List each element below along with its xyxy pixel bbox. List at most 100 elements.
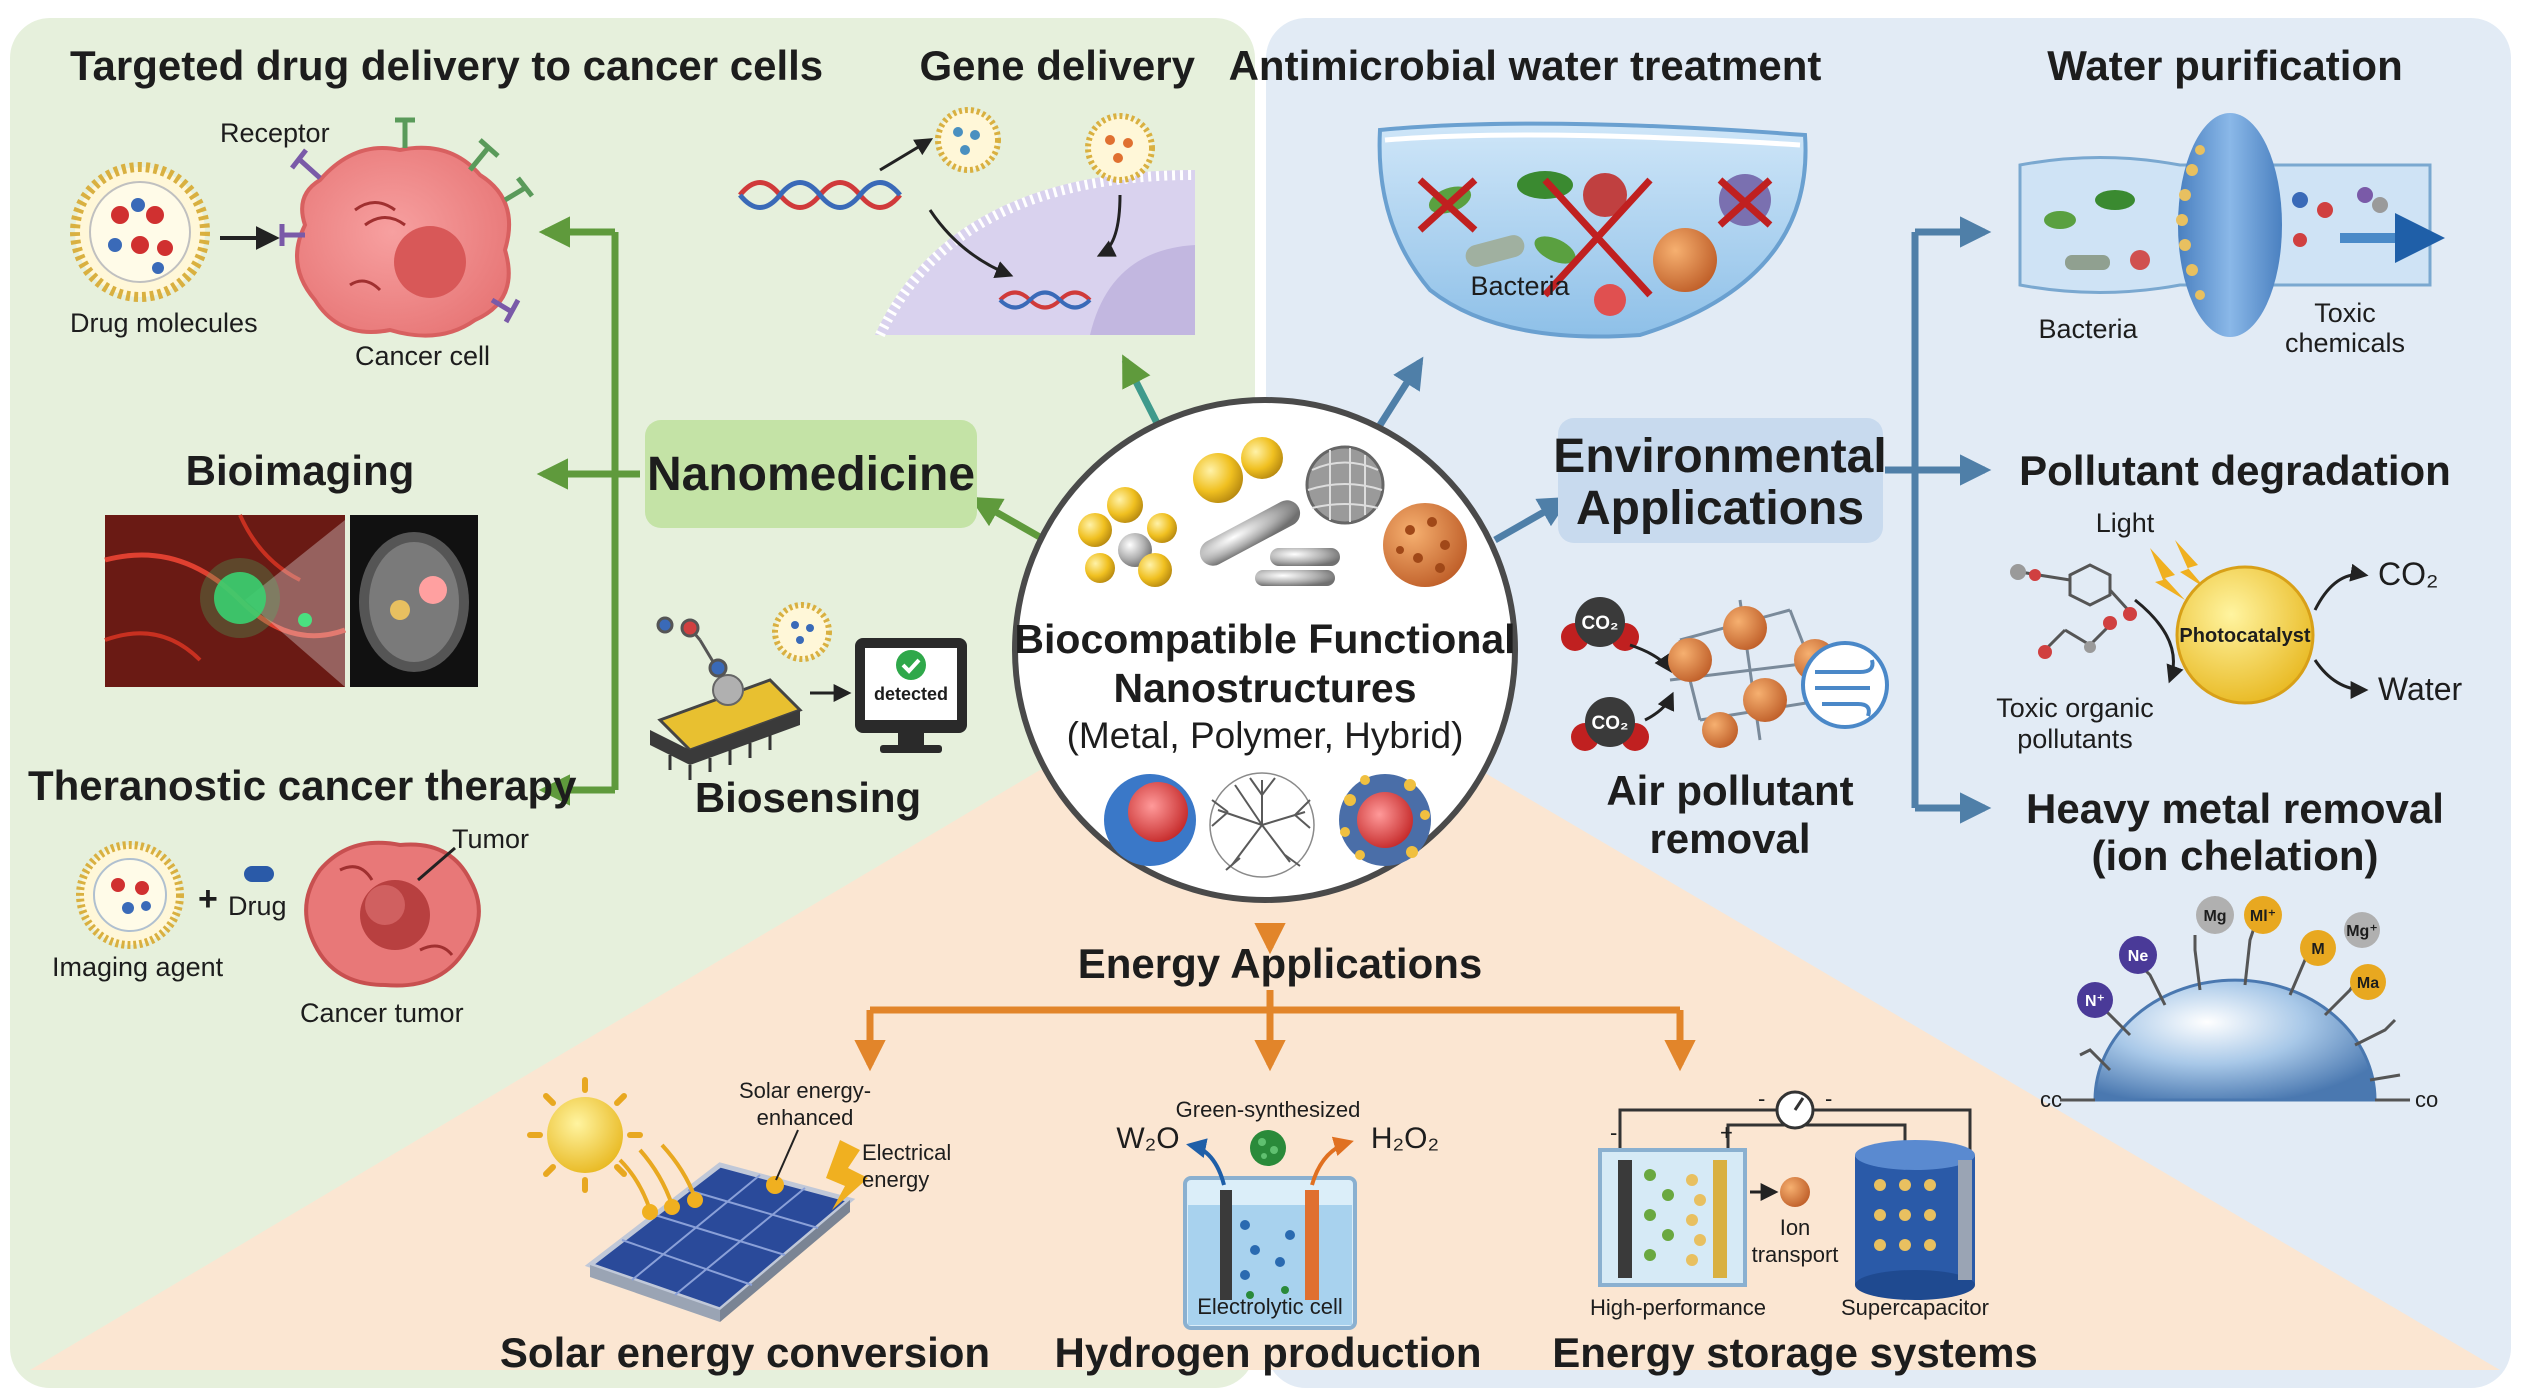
receptor-label: Receptor <box>220 118 330 148</box>
dendrimer-icon <box>1209 772 1315 878</box>
antimicrobial-title: Antimicrobial water treatment <box>1229 42 1822 89</box>
cancer-tumor-label: Cancer tumor <box>300 998 464 1028</box>
high-performance-label: High-performance <box>1590 1295 1766 1320</box>
biosensing-title: Biosensing <box>695 774 921 821</box>
ion-transport-line1: Ion <box>1780 1215 1811 1240</box>
purification-bacteria-label: Bacteria <box>2038 314 2138 344</box>
tumor-label: Tumor <box>452 824 529 854</box>
environment-hub: Environmental Applications <box>1553 418 1887 543</box>
ion-label-3: Ml⁺ <box>2250 908 2276 925</box>
heavy-metal-title-line2: (ion chelation) <box>2092 832 2379 879</box>
sun-icon <box>527 1077 643 1193</box>
supercapacitor-icon <box>1855 1140 1975 1300</box>
storage-plus: + <box>1720 1120 1733 1145</box>
imaging-agent-label: Imaging agent <box>52 952 224 982</box>
targeted-delivery-section: Targeted drug delivery to cancer cells D… <box>70 42 823 371</box>
ion-label-2: Mg <box>2203 908 2226 925</box>
ion-label-0: N⁺ <box>2085 993 2105 1010</box>
toxic-chemicals-line2: chemicals <box>2285 328 2405 358</box>
water-purification-section: Water purification Bacteria Toxic chemic… <box>2018 42 2445 358</box>
co2-product-label: CO₂ <box>2378 556 2438 592</box>
cancer-cell-icon <box>279 117 534 338</box>
dna-helix-icon <box>738 180 902 210</box>
check-icon <box>896 650 926 680</box>
core-shell-particle-icon <box>1104 774 1196 866</box>
gene-delivery-section: Gene delivery <box>738 42 1196 338</box>
toxic-pollutants-line2: pollutants <box>2017 724 2133 754</box>
spiky-particle-icon <box>1383 503 1467 587</box>
gold-particles-icon <box>1078 437 1283 587</box>
nanomedicine-connectors <box>536 216 1162 806</box>
storage-title: Energy storage systems <box>1552 1329 2038 1376</box>
monitor-icon: detected <box>855 638 967 753</box>
biosensing-section: detected Biosensing <box>650 602 967 821</box>
kill-cross-icons <box>1417 177 1773 298</box>
electrical-energy-line1: Electrical <box>862 1140 951 1165</box>
toxic-pollutants-line1: Toxic organic <box>1996 693 2154 723</box>
imaging-agent-icon <box>76 841 184 949</box>
ion-particle-icon <box>1780 1177 1810 1207</box>
water-product-label: Water <box>2378 671 2463 707</box>
antimicrobial-bacteria-label: Bacteria <box>1470 271 1570 301</box>
chelating-particle-icon <box>2093 978 2377 1102</box>
silver-nanorods-icon <box>1199 500 1340 586</box>
plus-sign: + <box>198 880 218 918</box>
center-subtitle: (Metal, Polymer, Hybrid) <box>1067 715 1464 756</box>
drug-capsule-icon <box>244 866 274 882</box>
electrical-energy-line2: energy <box>862 1167 929 1192</box>
ion-label-6: Ma <box>2357 975 2379 992</box>
heavy-metal-title-line1: Heavy metal removal <box>2026 785 2444 832</box>
light-bolt-icon <box>2150 540 2205 600</box>
storage-minus-left: - <box>1610 1120 1617 1145</box>
supercapacitor-label: Supercapacitor <box>1841 1295 1989 1320</box>
water-purification-title: Water purification <box>2047 42 2402 89</box>
hybrid-particle-icon <box>1339 774 1431 866</box>
heavy-metal-section: Heavy metal removal (ion chelation) cc c… <box>2026 785 2444 1112</box>
drug-molecules-label: Drug molecules <box>70 308 258 338</box>
photocatalyst-sphere <box>2175 565 2315 705</box>
gene-carrier-icon <box>935 107 1155 183</box>
environment-hub-line2: Applications <box>1576 482 1864 535</box>
cancer-cell-label: Cancer cell <box>355 341 490 371</box>
ion-label-5: Mg⁺ <box>2346 923 2378 940</box>
theranostic-section: Theranostic cancer therapy Imaging agent… <box>28 762 577 1028</box>
environment-hub-line1: Environmental <box>1553 430 1886 483</box>
lightning-icon <box>826 1140 868 1210</box>
air-pollutant-title-line1: Air pollutant <box>1606 767 1853 814</box>
theranostic-title: Theranostic cancer therapy <box>28 762 577 809</box>
ion-transport-line2: transport <box>1752 1242 1839 1267</box>
storage-minus-top-right: - <box>1825 1086 1832 1111</box>
air-pollutant-section: CO₂ CO₂ Air pollutant removal <box>1561 597 1889 862</box>
air-pollutant-title-line2: removal <box>1649 815 1810 862</box>
energy-connectors <box>854 922 1696 1072</box>
nanomedicine-hub-label: Nanomedicine <box>647 448 975 501</box>
environment-connectors <box>1377 216 1992 824</box>
electrolytic-cell-label: Electrolytic cell <box>1197 1294 1342 1319</box>
solar-panel-icon <box>584 1162 856 1322</box>
h2o2-label: H₂O₂ <box>1371 1122 1439 1155</box>
sensor-chip-icon <box>650 602 832 780</box>
co2-label-1: CO₂ <box>1582 613 1619 634</box>
center-title-line2: Nanostructures <box>1113 665 1416 711</box>
pollutant-degradation-section: Pollutant degradation Light Photocatalys… <box>1996 447 2462 754</box>
detected-label: detected <box>874 684 948 704</box>
ion-label-4: M <box>2311 941 2324 958</box>
bioimaging-section: Bioimaging <box>104 447 478 687</box>
cc-left-label: cc <box>2040 1087 2062 1112</box>
solar-title: Solar energy conversion <box>500 1329 990 1376</box>
nanomedicine-hub: Nanomedicine <box>645 420 977 528</box>
metal-ion-icons <box>2077 896 2386 1018</box>
center-nanostructures: Biocompatible Functional Nanostructures … <box>1012 397 1518 903</box>
environment-hub-box <box>1558 418 1883 543</box>
storage-section: - - - + Ion transport High-performance S… <box>1552 1086 2038 1376</box>
co2-molecule-icon <box>1561 597 1649 751</box>
filter-membrane-icon <box>2178 113 2282 337</box>
w2o-label: W₂O <box>1116 1122 1179 1155</box>
pollutant-degradation-title: Pollutant degradation <box>2019 447 2451 494</box>
photocatalyst-label: Photocatalyst <box>2179 625 2310 647</box>
nanomedicine-hub-box <box>645 420 977 528</box>
gene-delivery-title: Gene delivery <box>920 42 1196 89</box>
center-title-line1: Biocompatible Functional <box>1014 616 1515 662</box>
hydrogen-section: Green-synthesized W₂O H₂O₂ Electrolytic … <box>1055 1097 1482 1376</box>
